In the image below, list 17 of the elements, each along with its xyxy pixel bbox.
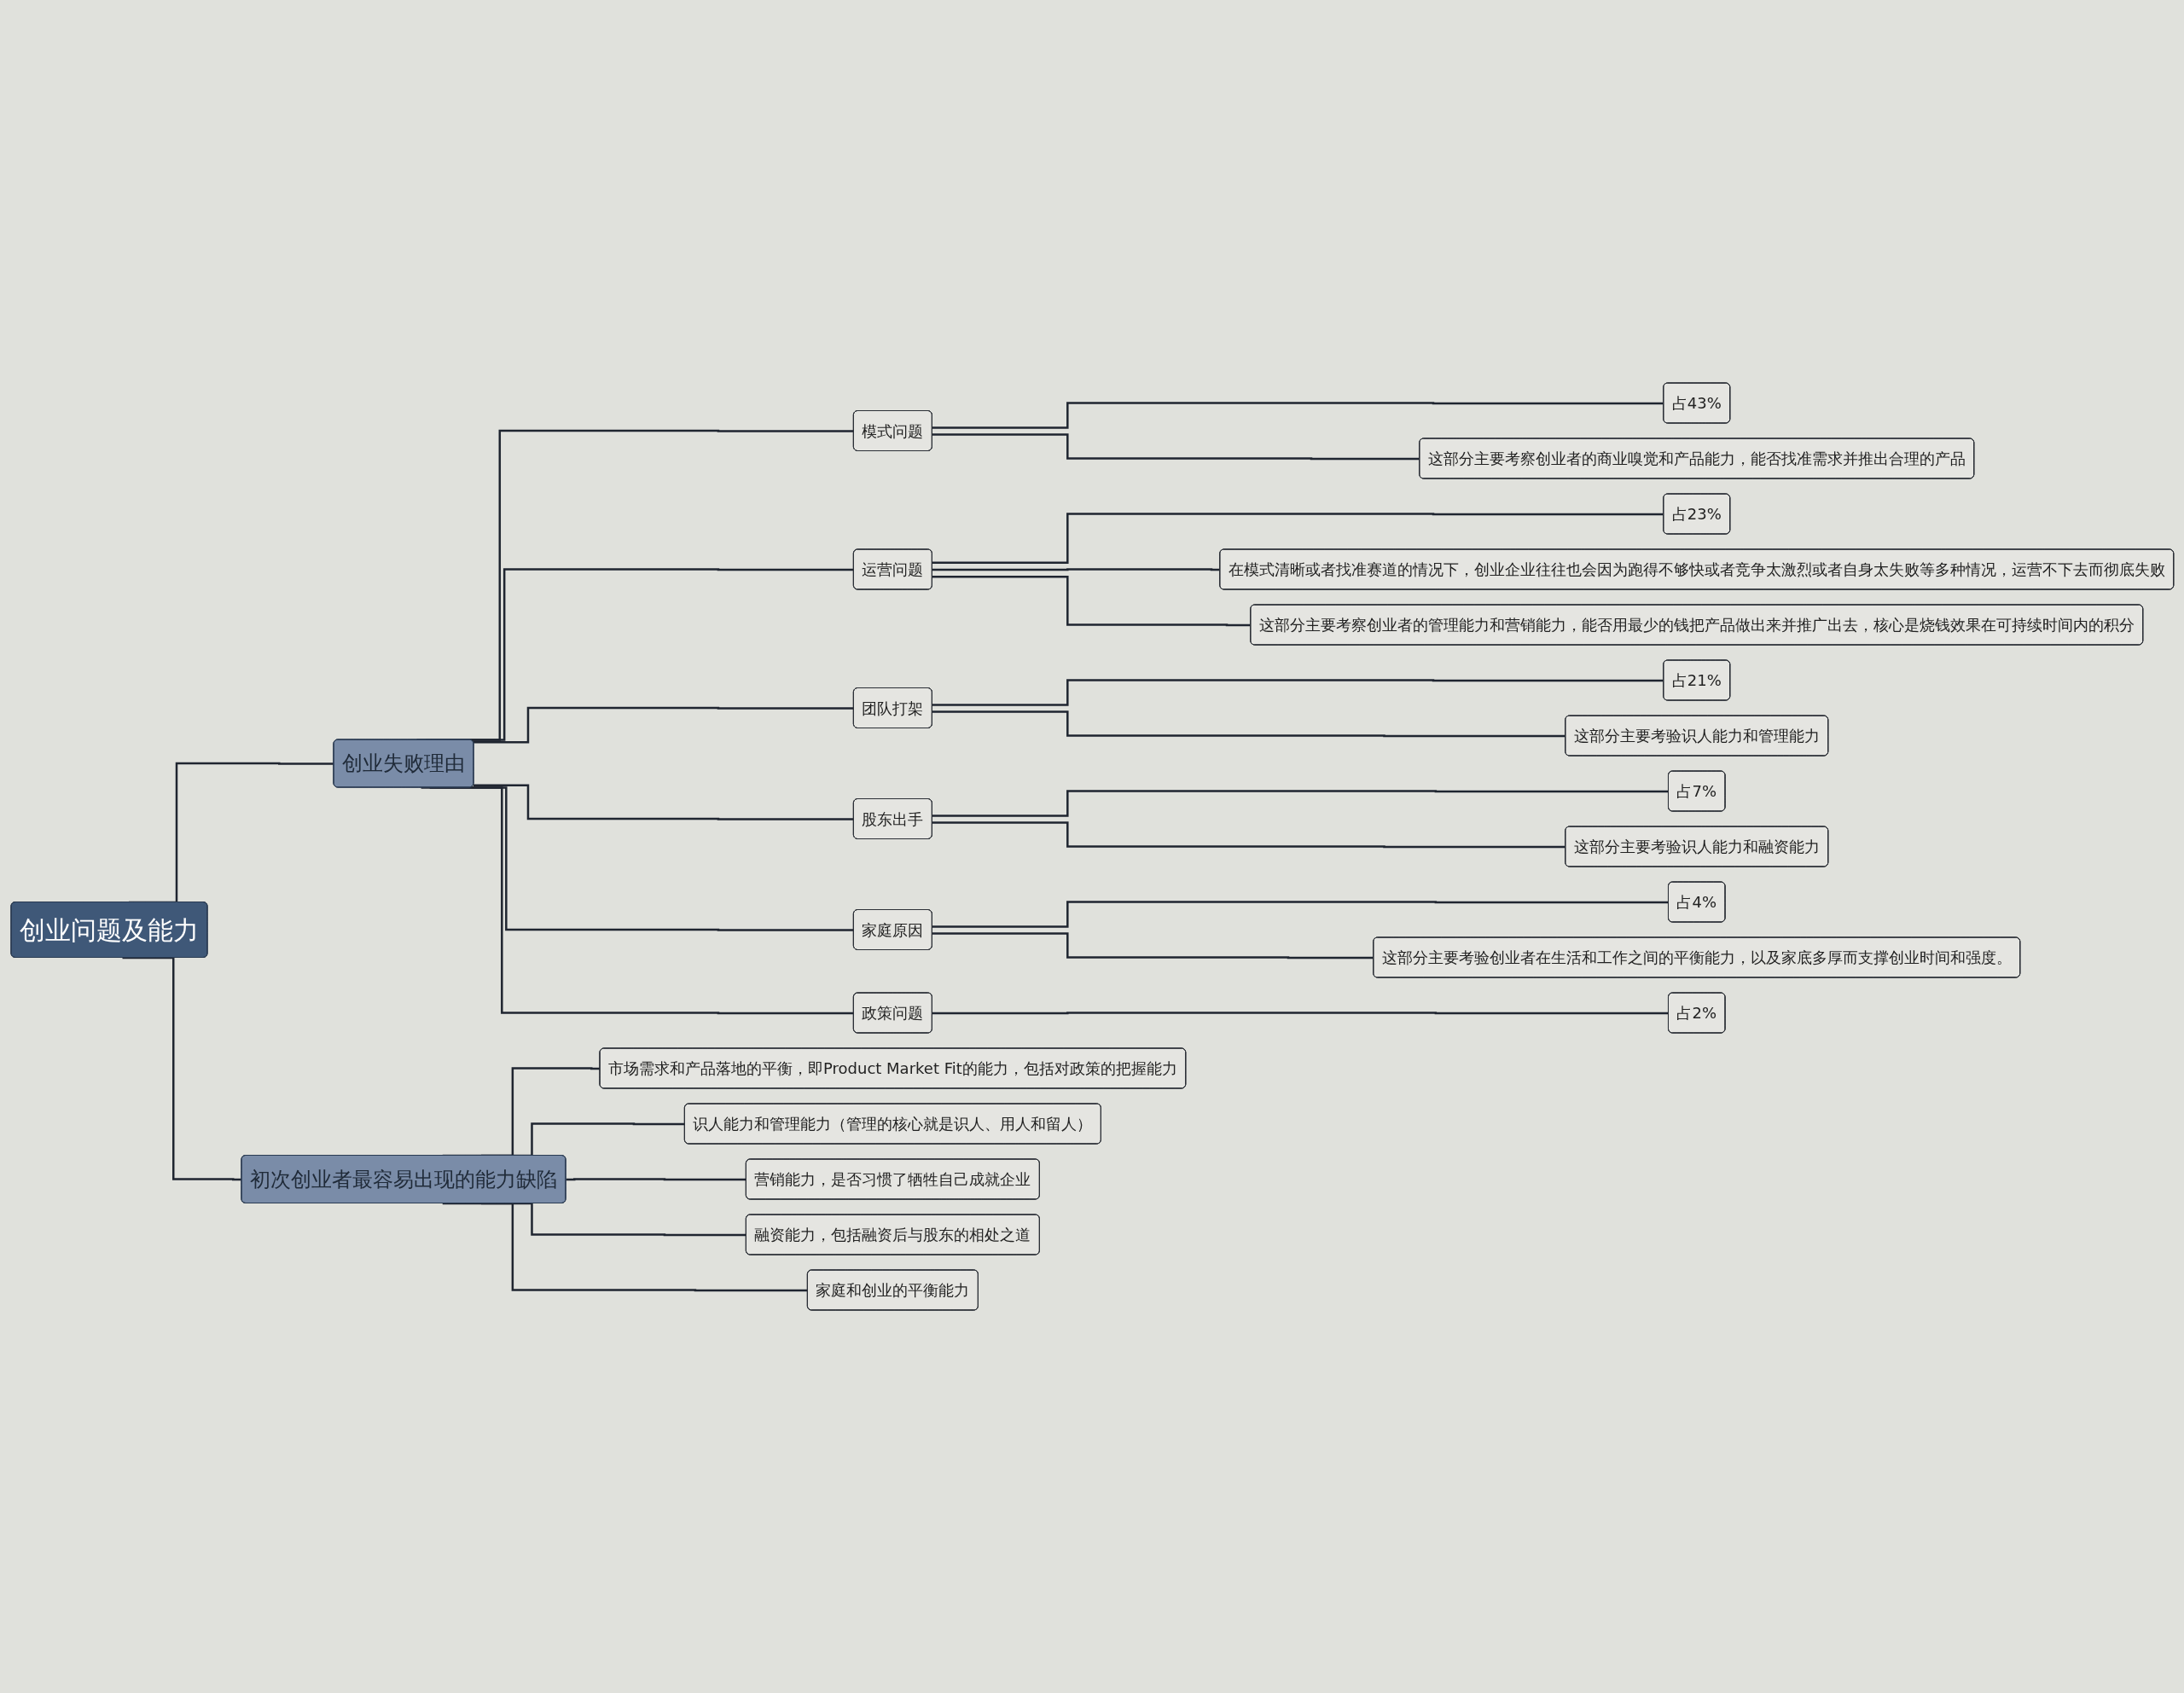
- connector: [932, 679, 1664, 706]
- connector: [932, 568, 1220, 571]
- connector: [932, 821, 1565, 849]
- connector: [566, 1178, 746, 1181]
- connector: [932, 576, 1251, 627]
- connector: [932, 402, 1664, 429]
- connector: [932, 513, 1664, 564]
- connector: [932, 790, 1669, 817]
- connector: [932, 901, 1669, 928]
- connector: [122, 956, 242, 1181]
- connector: [442, 1202, 808, 1292]
- connector: [932, 1012, 1669, 1015]
- connector: [473, 706, 854, 744]
- connector: [932, 710, 1565, 738]
- connector: [932, 433, 1420, 461]
- connector: [932, 932, 1374, 960]
- connector: [473, 784, 854, 820]
